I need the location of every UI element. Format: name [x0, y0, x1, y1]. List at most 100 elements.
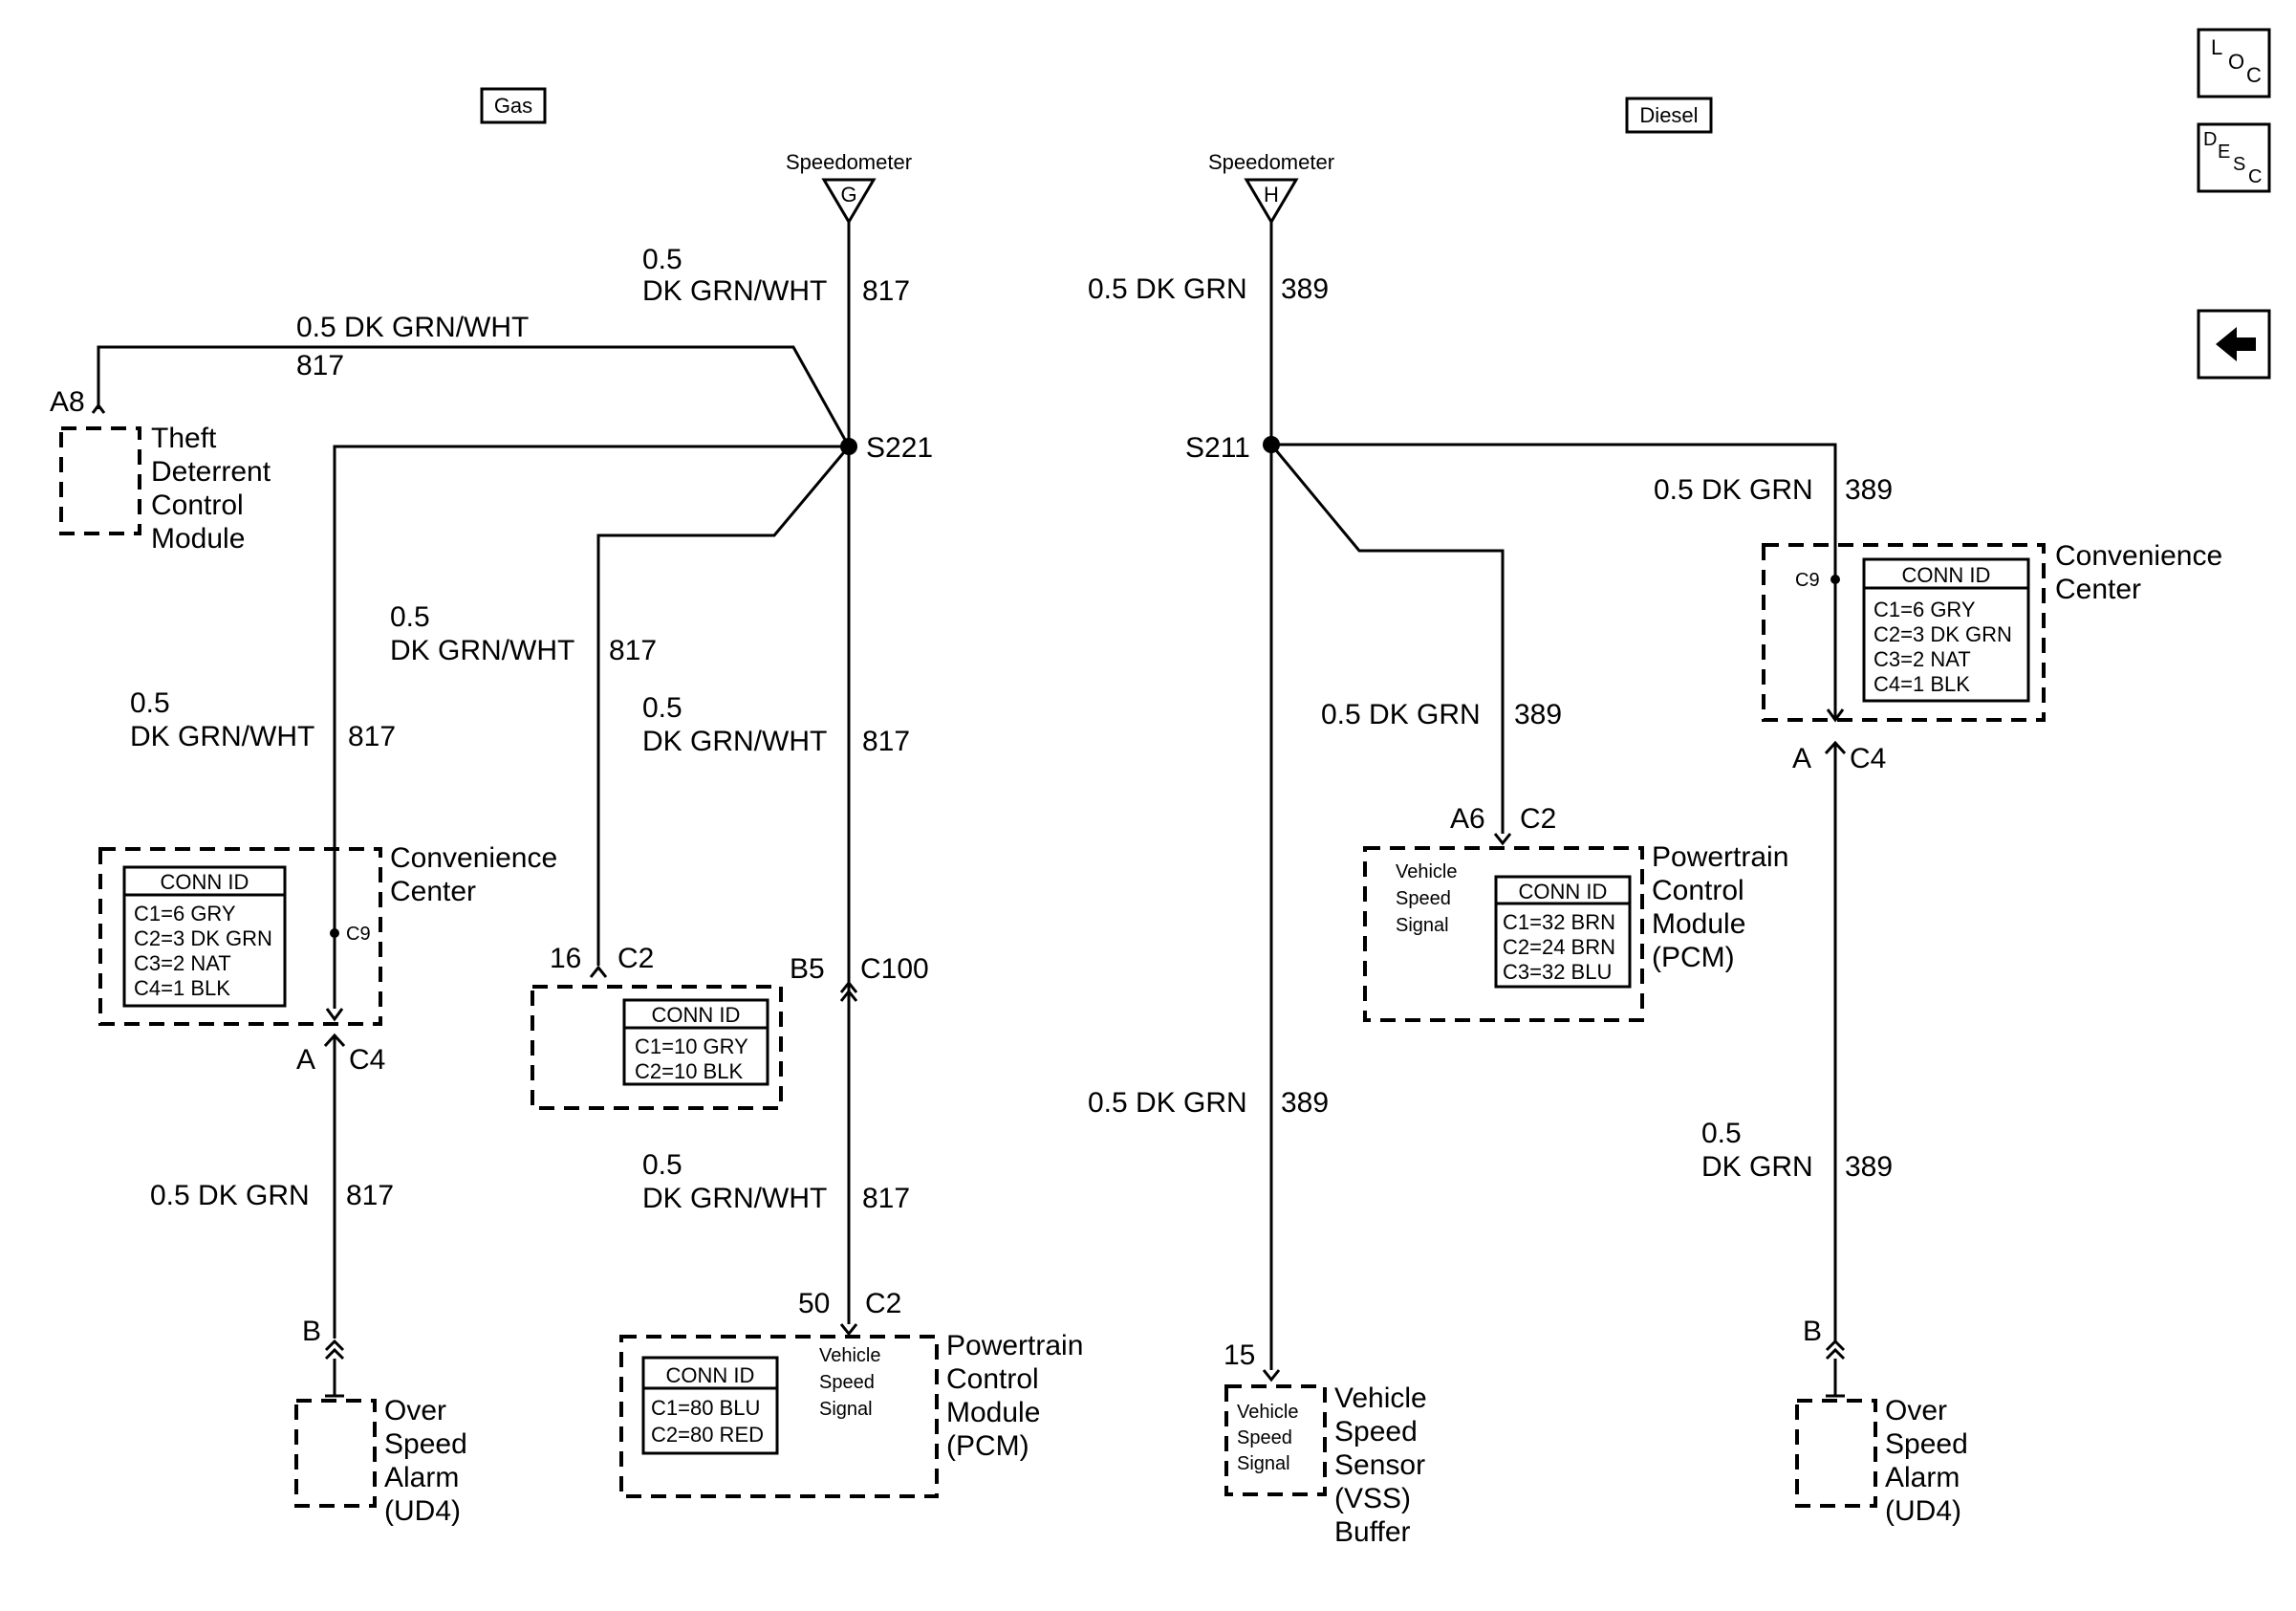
svg-text:C3=2 NAT: C3=2 NAT	[1874, 647, 1971, 671]
loc-letter-o: O	[2228, 50, 2244, 74]
gas-pcm-pin: 50	[798, 1288, 830, 1319]
diesel-vss-name-4: (VSS)	[1334, 1483, 1411, 1514]
gas-center-wire-color: DK GRN/WHT	[642, 726, 827, 757]
gas-top-wire-gauge: 0.5	[642, 244, 682, 275]
gas-convenience-c9: C9	[346, 924, 371, 945]
diesel-speedometer-label: Speedometer	[1208, 150, 1334, 174]
loc-letter-c: C	[2246, 63, 2262, 87]
svg-text:CONN ID: CONN ID	[1519, 880, 1608, 903]
diesel-convenience-conn-id: CONN ID C1=6 GRY C2=3 DK GRN C3=2 NAT C4…	[1862, 557, 2030, 703]
gas-b5-pin: B5	[790, 953, 825, 985]
svg-text:C3=32 BLU: C3=32 BLU	[1503, 960, 1612, 984]
diesel-osa-name-1: Over	[1885, 1395, 1947, 1426]
diesel-pcm-conn: C2	[1520, 803, 1556, 835]
gas-pcm-name-2: Control	[946, 1363, 1039, 1395]
diesel-convenience-c9: C9	[1795, 570, 1820, 591]
diesel-speedometer-pin: H	[1264, 183, 1279, 207]
left-arrow-icon	[2216, 327, 2256, 361]
diesel-convenience-name-1: Convenience	[2055, 540, 2222, 572]
svg-text:CONN ID: CONN ID	[1902, 563, 1991, 587]
gas-convenience-center	[98, 847, 382, 1026]
gas-center-wire-gauge: 0.5	[642, 692, 682, 724]
svg-text:C1=32 BRN: C1=32 BRN	[1503, 910, 1615, 934]
diesel-vss-name-2: Speed	[1334, 1416, 1418, 1448]
gas-tdcm-name-3: Control	[151, 490, 244, 521]
diesel-splice-label: S211	[1185, 432, 1250, 464]
diesel-vss-wire-label: 0.5 DK GRN	[1088, 1087, 1247, 1119]
gas-tdcm-wire-label: 0.5 DK GRN/WHT	[296, 312, 529, 343]
diesel-vss-name-5: Buffer	[1334, 1516, 1411, 1548]
loc-letter-l: L	[2211, 35, 2222, 59]
diesel-osa-pin: B	[1803, 1316, 1822, 1347]
diesel-vss-signal-3: Signal	[1237, 1453, 1290, 1474]
diesel-convenience-pin-a: A	[1792, 743, 1811, 774]
gas-pcm-name-3: Module	[946, 1397, 1040, 1428]
gas-center-wire-circuit: 817	[862, 726, 910, 757]
diesel-convenience-name-2: Center	[2055, 574, 2141, 605]
vehicle-speed-sensor-buffer	[1224, 1384, 1327, 1496]
diesel-vss-name-3: Sensor	[1334, 1449, 1425, 1481]
gas-pin-16: 16	[550, 943, 581, 974]
diesel-powertrain-control-module	[1363, 846, 1644, 1022]
diesel-osa-name-4: (UD4)	[1885, 1495, 1961, 1527]
diesel-pcm-signal-2: Speed	[1396, 888, 1451, 909]
desc-letter-d: D	[2203, 129, 2217, 150]
theft-deterrent-control-module	[59, 426, 141, 535]
gas-pcm-conn: C2	[865, 1288, 901, 1319]
gas-osa-name-4: (UD4)	[384, 1495, 461, 1527]
gas-osa-wire-label: 0.5 DK GRN	[150, 1180, 310, 1211]
svg-text:C2=80 RED: C2=80 RED	[651, 1423, 764, 1447]
diesel-pcm-name-1: Powertrain	[1652, 841, 1788, 873]
diesel-label: Diesel	[1639, 103, 1698, 127]
gas-pcm-wire-circuit: 817	[862, 1183, 910, 1214]
gas-tdcm-name-2: Deterrent	[151, 456, 271, 488]
diesel-osa-wire-circuit: 389	[1845, 1151, 1893, 1183]
diesel-pcm-wire-label: 0.5 DK GRN	[1321, 699, 1481, 730]
diesel-top-wire-circuit: 389	[1281, 273, 1329, 305]
diesel-osa-name-2: Speed	[1885, 1428, 1968, 1460]
diesel-top-wire-label: 0.5 DK GRN	[1088, 273, 1247, 305]
gas-powertrain-control-module	[619, 1335, 939, 1498]
gas-convenience-name-2: Center	[390, 876, 476, 907]
diesel-vss-signal-1: Vehicle	[1237, 1402, 1299, 1423]
gas-osa-name-3: Alarm	[384, 1462, 459, 1493]
gas-module-16-conn-id: CONN ID C1=10 GRY C2=10 BLK	[622, 998, 769, 1086]
desc-letter-s: S	[2233, 154, 2245, 175]
gas-top-wire-color: DK GRN/WHT	[642, 275, 827, 307]
diesel-pcm-pin: A6	[1450, 803, 1485, 835]
svg-text:C1=6 GRY: C1=6 GRY	[134, 902, 236, 925]
diesel-splice-dot	[1263, 436, 1280, 453]
gas-tdcm-name-4: Module	[151, 523, 245, 555]
diesel-vss-wire-circuit: 389	[1281, 1087, 1329, 1119]
diesel-convenience-center	[1762, 543, 2046, 722]
gas-top-wire-circuit: 817	[862, 275, 910, 307]
gas-left-wire-circuit: 817	[348, 721, 396, 752]
gas-tdcm-name-1: Theft	[151, 423, 217, 454]
gas-convenience-conn-id: CONN ID C1=6 GRY C2=3 DK GRN C3=2 NAT C4…	[122, 865, 287, 1008]
svg-text:CONN ID: CONN ID	[161, 870, 249, 894]
gas-osa-name-1: Over	[384, 1395, 446, 1426]
gas-splice-dot	[840, 438, 857, 455]
gas-pcm-wire-color: DK GRN/WHT	[642, 1183, 827, 1214]
diesel-pcm-name-4: (PCM)	[1652, 942, 1735, 973]
diesel-over-speed-alarm	[1795, 1399, 1877, 1508]
gas-pcm-name-4: (PCM)	[946, 1430, 1029, 1462]
svg-text:C4=1 BLK: C4=1 BLK	[134, 976, 230, 1000]
gas-label: Gas	[494, 94, 532, 118]
back-button[interactable]	[2197, 309, 2271, 380]
gas-tdcm-wire-circuit: 817	[296, 350, 344, 381]
gas-speedometer-connector	[821, 178, 877, 225]
diesel-osa-wire-gauge: 0.5	[1701, 1118, 1742, 1149]
svg-text:C1=80 BLU: C1=80 BLU	[651, 1396, 760, 1420]
desc-letter-e: E	[2218, 142, 2230, 163]
svg-text:C4=1 BLK: C4=1 BLK	[1874, 672, 1970, 696]
loc-button[interactable]: L O C	[2197, 28, 2271, 98]
diesel-pcm-signal-1: Vehicle	[1396, 861, 1458, 882]
gas-pin-16-conn: C2	[617, 943, 654, 974]
svg-text:C1=6 GRY: C1=6 GRY	[1874, 598, 1976, 621]
diesel-pcm-name-3: Module	[1652, 908, 1745, 940]
gas-osa-wire-circuit: 817	[346, 1180, 394, 1211]
svg-text:C1=10 GRY: C1=10 GRY	[635, 1034, 748, 1058]
desc-button[interactable]: D E S C	[2197, 122, 2271, 193]
svg-text:C2=24 BRN: C2=24 BRN	[1503, 935, 1615, 959]
